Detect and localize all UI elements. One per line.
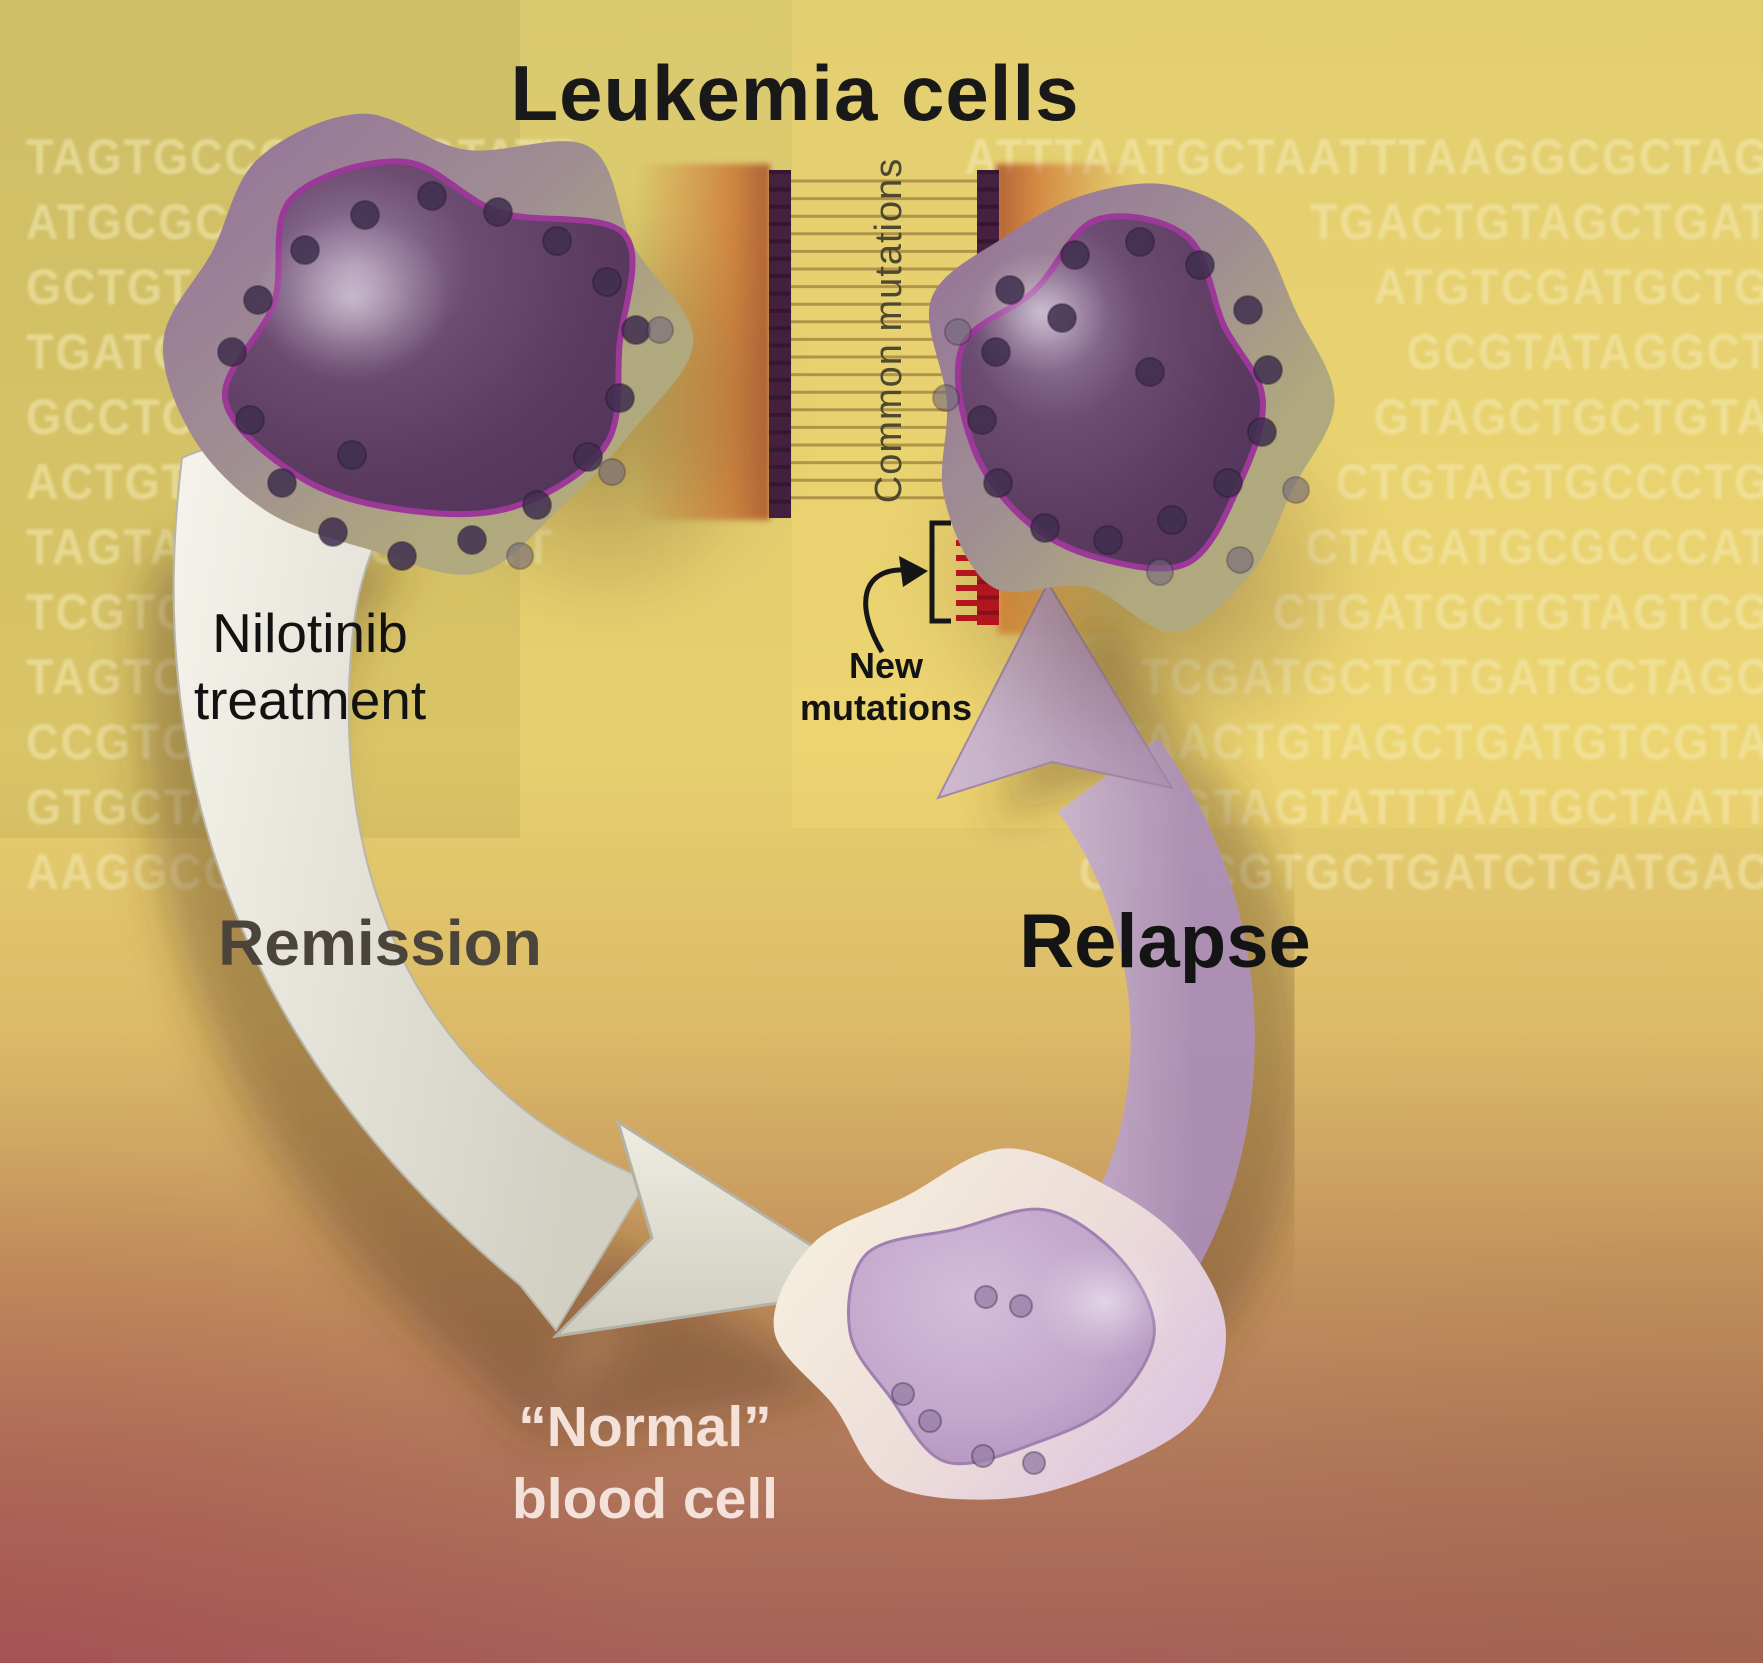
- granule-dot: [1282, 476, 1310, 504]
- granule-dot: [457, 525, 487, 555]
- granule-dot: [1253, 355, 1283, 385]
- granule-dot: [1213, 468, 1243, 498]
- granule-dot: [417, 181, 447, 211]
- nilotinib-treatment-label: Nilotinib treatment: [105, 600, 515, 734]
- granule-dot: [1009, 1294, 1033, 1318]
- left-cell-highlight: [254, 214, 450, 382]
- granule-dot: [483, 197, 513, 227]
- granule-dot: [573, 442, 603, 472]
- dna-row-right-fragment: TCGATGCTGTGATGCTAGC: [1140, 648, 1763, 706]
- pointer-arrowhead-icon: [899, 556, 928, 587]
- new-mutations-label: New mutations: [758, 645, 1014, 730]
- granule-dot: [1030, 513, 1060, 543]
- left-cell-granules: [217, 181, 674, 571]
- new-mutations-bracket: [929, 520, 951, 624]
- common-mutations-label: Common mutations: [868, 157, 911, 503]
- granule-dot: [267, 468, 297, 498]
- treatment-line2: treatment: [193, 669, 427, 732]
- granule-dot: [542, 226, 572, 256]
- dna-row-right-fragment: CTGATGCTGTAGTCG: [1272, 583, 1763, 641]
- granule-dot: [967, 405, 997, 435]
- dna-row-right-fragment: GTAGCTGCTGTA: [1373, 388, 1763, 446]
- dna-row-right-fragment: CTGTAGTGCCCTG: [1335, 453, 1763, 511]
- granule-dot: [598, 458, 626, 486]
- granule-dot: [387, 541, 417, 571]
- normal-cell-highlight: [1033, 1244, 1177, 1360]
- granule-dot: [522, 490, 552, 520]
- granule-dot: [974, 1285, 998, 1309]
- granule-dot: [983, 468, 1013, 498]
- granule-dot: [1060, 240, 1090, 270]
- granule-dot: [646, 316, 674, 344]
- new-line2: mutations: [799, 687, 972, 729]
- normal-cell-granules: [891, 1285, 1046, 1475]
- granule-dot: [1247, 417, 1277, 447]
- dna-row-right-fragment: CTAGATGCGCCCAT: [1305, 518, 1763, 576]
- granule-dot: [932, 384, 960, 412]
- granule-dot: [944, 318, 972, 346]
- granule-dot: [243, 285, 273, 315]
- granule-dot: [1233, 295, 1263, 325]
- dna-row-right-fragment: GCGTATAGGCT: [1406, 323, 1763, 381]
- leukemia-cell-left: [162, 113, 694, 575]
- granule-dot: [1135, 357, 1165, 387]
- normal-line2: blood cell: [511, 1466, 779, 1531]
- granule-dot: [1226, 546, 1254, 574]
- granule-dot: [235, 405, 265, 435]
- dna-row-right-fragment: GTAACTGTAGCTGATGTCGTA: [1079, 713, 1763, 771]
- granule-dot: [981, 337, 1011, 367]
- relapse-arrowhead: [936, 580, 1175, 800]
- granule-dot: [891, 1382, 915, 1406]
- leukemia-cell-right: [928, 183, 1335, 633]
- granule-dot: [605, 383, 635, 413]
- granule-dot: [621, 315, 651, 345]
- dna-row-right-fragment: GTAGTATTTAATGCTAATT: [1176, 778, 1763, 836]
- dna-row-right-fragment: TGACTGTAGCTGAT: [1309, 193, 1763, 251]
- granule-dot: [350, 200, 380, 230]
- granule-dot: [217, 337, 247, 367]
- normal-line1: “Normal”: [518, 1395, 772, 1459]
- granule-dot: [506, 542, 534, 570]
- granule-dot: [1125, 227, 1155, 257]
- granule-dot: [995, 275, 1025, 305]
- granule-dot: [318, 517, 348, 547]
- granule-dot: [1022, 1451, 1046, 1475]
- normal-blood-cell-label: “Normal” blood cell: [420, 1392, 870, 1536]
- right-cell-granules: [932, 227, 1310, 586]
- relapse-label: Relapse: [1019, 899, 1311, 984]
- granule-dot: [1157, 505, 1187, 535]
- granule-dot: [337, 440, 367, 470]
- granule-dot: [971, 1444, 995, 1468]
- granule-dot: [918, 1409, 942, 1433]
- page-title: Leukemia cells: [510, 49, 1080, 137]
- normal-blood-cell: [773, 1148, 1226, 1500]
- granule-dot: [290, 235, 320, 265]
- granule-dot: [592, 267, 622, 297]
- remission-label: Remission: [218, 907, 542, 979]
- granule-dot: [1185, 250, 1215, 280]
- granule-dot: [1146, 558, 1174, 586]
- treatment-line1: Nilotinib: [212, 602, 408, 664]
- new-line1: New: [848, 645, 924, 686]
- dna-row-right-fragment: ATGTCGATGCTG: [1373, 258, 1763, 316]
- new-mutations-pointer-arrow: [863, 556, 928, 654]
- granule-dot: [1047, 303, 1077, 333]
- granule-dot: [1093, 525, 1123, 555]
